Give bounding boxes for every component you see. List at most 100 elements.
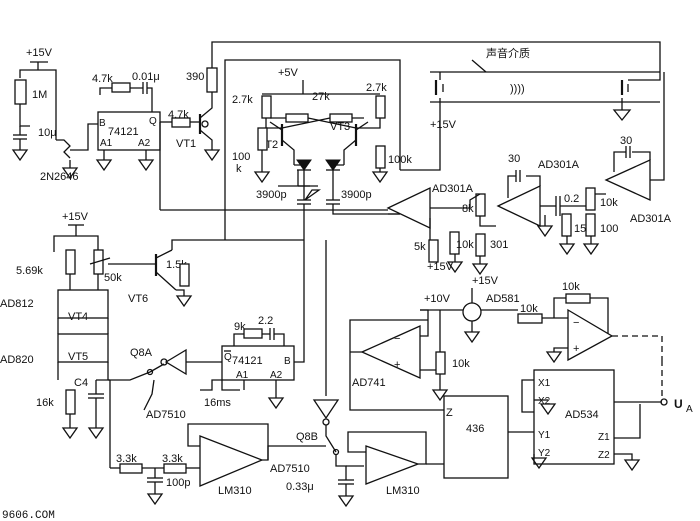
label-q8a: Q8A bbox=[130, 347, 153, 359]
opamp-ad741 bbox=[360, 324, 421, 380]
label-waves: )))) bbox=[510, 83, 525, 95]
ground-2 bbox=[61, 167, 79, 180]
sound-medium: 声音介质 )))) +15V bbox=[400, 46, 661, 171]
label-output: U bbox=[674, 397, 683, 411]
monostable-74121-mid: 9k 2.2 74121 Q B A1 A2 16ms bbox=[186, 240, 305, 410]
label-436: 436 bbox=[466, 423, 484, 435]
label-vt3: VT3 bbox=[330, 121, 350, 133]
label-ad820: AD820 bbox=[0, 354, 34, 366]
ujt-oscillator: +15V 1M 10μ 2N2646 bbox=[11, 47, 98, 183]
label-10u: 10μ bbox=[38, 127, 57, 139]
label-301: 301 bbox=[490, 239, 508, 251]
label-10v: +10V bbox=[424, 293, 451, 305]
label-10k-b: 10k bbox=[600, 197, 618, 209]
bus-wires bbox=[159, 122, 388, 240]
watermark: 9606.COM bbox=[2, 510, 55, 521]
label-3900p-b: 3900p bbox=[341, 189, 372, 201]
label-1m: 1M bbox=[32, 89, 47, 101]
opamp-lm310-a bbox=[199, 435, 264, 487]
ic-436 bbox=[443, 395, 509, 479]
pin-y2: Y2 bbox=[538, 448, 551, 459]
label-buffer-minus: − bbox=[573, 317, 579, 329]
label-lm310-b: LM310 bbox=[386, 485, 420, 497]
label-c4: C4 bbox=[74, 377, 88, 389]
label-8k: 8k bbox=[462, 203, 474, 215]
label-vt6: VT6 bbox=[128, 293, 148, 305]
label-30-b: 30 bbox=[620, 135, 632, 147]
opamp-ad301a-2 bbox=[496, 184, 541, 228]
opamp-ad301a-3 bbox=[604, 158, 651, 202]
label-33k-a: 3.3k bbox=[116, 453, 137, 465]
label-ad301a-1: AD301A bbox=[432, 183, 474, 195]
label-15v-ad581: +15V bbox=[472, 275, 499, 287]
label-02: 0.2 bbox=[564, 193, 579, 205]
label-10k-e: 10k bbox=[452, 358, 470, 370]
label-74121-top: 74121 bbox=[108, 126, 139, 138]
label-10k-c: 10k bbox=[520, 303, 538, 315]
label-2n2646: 2N2646 bbox=[40, 171, 79, 183]
label-100k-a: 100 bbox=[232, 151, 250, 163]
label-10k-d: 10k bbox=[562, 281, 580, 293]
label-30-a: 30 bbox=[508, 153, 520, 165]
label-22: 2.2 bbox=[258, 315, 273, 327]
label-5v: +5V bbox=[278, 67, 299, 79]
label-ad7510-b: AD7510 bbox=[270, 463, 310, 475]
ic-ad534 bbox=[533, 369, 615, 465]
current-source: +15V 5.69k 50k AD812 AD820 VT4 VT5 C4 16… bbox=[0, 211, 304, 440]
reference-and-divider: +15V +10V AD581 10k 10k − + − + AD741 10… bbox=[349, 275, 663, 479]
label-2k7-a: 2.7k bbox=[232, 94, 253, 106]
pin-q-top: Q bbox=[149, 116, 157, 127]
pin-qbar: Q bbox=[224, 352, 232, 363]
label-390: 390 bbox=[186, 71, 204, 83]
label-ad741: AD741 bbox=[352, 377, 386, 389]
pin-a2-top: A2 bbox=[138, 138, 151, 149]
label-vt1: VT1 bbox=[176, 138, 196, 150]
label-15v-ad301: +15V bbox=[427, 261, 454, 273]
label-buffer-plus: + bbox=[573, 343, 579, 355]
label-15v-mid: +15V bbox=[430, 119, 457, 131]
pin-a1-mid: A1 bbox=[236, 370, 249, 381]
label-q8b: Q8B bbox=[296, 431, 318, 443]
opamp-ad301a-1 bbox=[386, 186, 431, 230]
label-ad812: AD812 bbox=[0, 298, 34, 310]
monostable-74121-top: 4.7k 0.01μ 74121 B Q A1 A2 4.7k VT1 390 bbox=[92, 41, 661, 172]
label-sound-medium: 声音介质 bbox=[486, 46, 530, 60]
label-ad7510-a: AD7510 bbox=[146, 409, 186, 421]
ic-74121-top bbox=[97, 111, 161, 151]
label-output-sub: A bbox=[686, 404, 693, 415]
label-ad741-minus: − bbox=[394, 333, 400, 345]
label-9k: 9k bbox=[234, 321, 246, 333]
label-100k-a-unit: k bbox=[236, 163, 242, 175]
label-100k-b: 100k bbox=[388, 154, 412, 166]
flip-flop-vt2-vt3: +5V 2.7k 27k 2.7k VT2 VT3 100 k 100k bbox=[224, 59, 412, 240]
label-ad581: AD581 bbox=[486, 293, 520, 305]
label-569k: 5.69k bbox=[16, 265, 43, 277]
label-vt4: VT4 bbox=[68, 311, 88, 323]
pin-x1: X1 bbox=[538, 378, 551, 389]
label-2k7-b: 2.7k bbox=[366, 82, 387, 94]
label-033u: 0.33μ bbox=[286, 481, 314, 493]
label-15v-top-left: +15V bbox=[26, 47, 53, 59]
ic-74121-mid bbox=[221, 345, 295, 381]
label-lm310-a: LM310 bbox=[218, 485, 252, 497]
label-15v-left: +15V bbox=[62, 211, 89, 223]
label-5k: 5k bbox=[414, 241, 426, 253]
label-74121-mid: 74121 bbox=[232, 355, 263, 367]
sample-hold-stage: Q8B AD7510 0.33μ LM310 3.3k 3.3k 100p LM… bbox=[96, 240, 454, 508]
label-16ms: 16ms bbox=[204, 397, 231, 409]
label-100: 100 bbox=[600, 223, 618, 235]
label-100p: 100p bbox=[166, 477, 190, 489]
label-ad301a-2: AD301A bbox=[538, 159, 580, 171]
pin-a1-top: A1 bbox=[100, 138, 113, 149]
label-ad741-plus: + bbox=[394, 359, 400, 371]
label-27k: 27k bbox=[312, 91, 330, 103]
label-ad534: AD534 bbox=[565, 409, 599, 421]
ad301a-chain: AD301A 8k 5k +15V 10k 301 AD301A 30 0.2 … bbox=[386, 72, 672, 276]
label-ad301a-3: AD301A bbox=[630, 213, 672, 225]
pin-b-mid: B bbox=[284, 356, 291, 367]
label-pin-z: Z bbox=[446, 407, 453, 419]
ground-1 bbox=[11, 149, 29, 162]
opamp-buffer bbox=[567, 308, 614, 362]
label-50k: 50k bbox=[104, 272, 122, 284]
label-16k: 16k bbox=[36, 397, 54, 409]
